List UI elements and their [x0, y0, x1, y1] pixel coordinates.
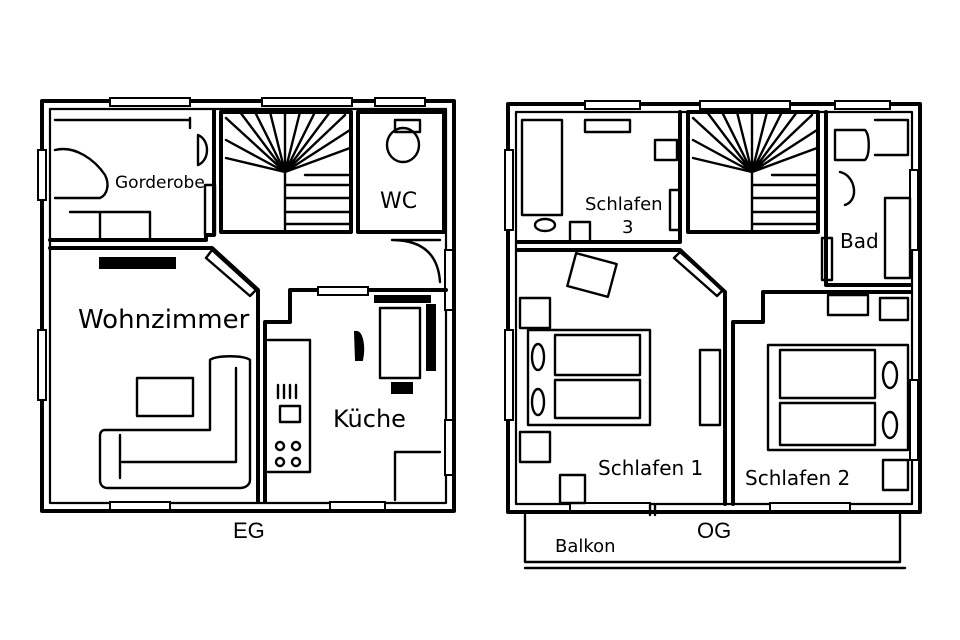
eg-staircase — [219, 110, 353, 234]
room-label-wc: WC — [380, 189, 417, 214]
bad-room — [820, 110, 912, 287]
room-label-wohnzimmer: Wohnzimmer — [78, 305, 250, 335]
schlafen2-room — [731, 290, 912, 506]
room-label-schlafen3: Schlafen — [585, 194, 663, 215]
room-label-balkon: Balkon — [555, 536, 616, 557]
window — [329, 501, 386, 511]
window — [37, 149, 47, 201]
og-floor-plan: Schlafen 3 Bad Schlafen 1 Schlafen 2 Bal… — [504, 100, 922, 570]
window — [109, 97, 191, 107]
window — [37, 329, 47, 401]
window — [261, 97, 353, 107]
schlafen1-room — [516, 248, 727, 506]
schlafen3-room — [516, 110, 682, 244]
room-label-schlafen2: Schlafen 2 — [745, 466, 850, 490]
floor-label-eg: EG — [233, 518, 265, 543]
window — [444, 249, 454, 311]
room-label-kueche: Küche — [333, 405, 406, 433]
room-label-bad: Bad — [840, 229, 879, 253]
room-label-schlafen3-number: 3 — [622, 217, 633, 238]
dining-table — [353, 295, 436, 394]
window — [374, 97, 426, 107]
room-label-garderobe: Gorderobe — [115, 173, 205, 193]
balkon — [523, 503, 907, 570]
sofa — [98, 355, 252, 490]
coffee-table — [135, 376, 195, 418]
window — [444, 419, 454, 476]
eg-floor-plan: Gorderobe WC Wohnzimmer Küche EG — [37, 97, 456, 543]
wc-room — [356, 110, 446, 284]
og-staircase — [686, 110, 820, 234]
window — [109, 501, 171, 511]
floor-label-og: OG — [697, 518, 731, 543]
room-label-schlafen1: Schlafen 1 — [598, 456, 703, 480]
